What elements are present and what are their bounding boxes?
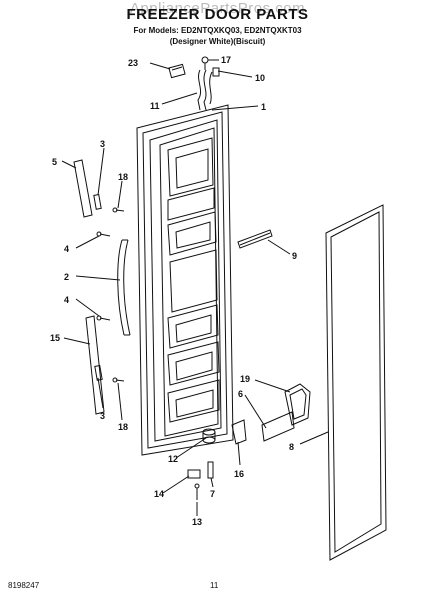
screw-18-bottom: [112, 377, 125, 383]
document-number: 8198247: [8, 581, 40, 590]
screw-7: [207, 461, 214, 479]
callout-3-top: 3: [100, 139, 105, 149]
callout-19: 19: [240, 374, 250, 384]
callout-23: 23: [128, 58, 138, 68]
bin-bracket-19: [284, 383, 311, 426]
callout-13: 13: [192, 517, 202, 527]
callout-8: 8: [289, 442, 294, 452]
callout-10: 10: [255, 73, 265, 83]
callout-4-top: 4: [64, 244, 69, 254]
end-cap-3-top: [93, 194, 102, 210]
models-line: For Models: ED2NTQXKQ03, ED2NTQXKT03: [133, 26, 302, 35]
callout-18-bottom: 18: [118, 422, 128, 432]
callout-12: 12: [168, 454, 178, 464]
page-number: 11: [210, 581, 219, 590]
callout-9: 9: [292, 251, 297, 261]
page-title: FREEZER DOOR PARTS: [126, 6, 309, 23]
watermark: AppliancePartsPros.com: [129, 0, 306, 17]
bin-cover-6: [261, 411, 295, 442]
callout-16: 16: [234, 469, 244, 479]
screw-13: [194, 483, 200, 500]
trim-strip-15: [85, 315, 105, 415]
callout-5: 5: [52, 157, 57, 167]
callout-18-top: 18: [118, 172, 128, 182]
callout-2: 2: [64, 272, 69, 282]
callout-labels: 23 17 10 11 1 5 3 18 4 2 4 15 3 18 9 19 …: [50, 55, 297, 527]
callout-7: 7: [210, 489, 215, 499]
screw-4-bottom: [96, 315, 111, 321]
callout-4-bottom: 4: [64, 295, 69, 305]
door-handle-2: [117, 239, 131, 336]
hinge-bushing-12: [202, 428, 216, 444]
shelf-rail-9: [237, 229, 273, 249]
wire-harness: [197, 69, 213, 111]
callout-15: 15: [50, 333, 60, 343]
screw-18-top: [112, 207, 125, 213]
liner-shelves: [167, 137, 220, 423]
plug-10: [212, 67, 220, 77]
hinge-block-14: [187, 469, 201, 479]
leader-lines: [61, 59, 329, 516]
callout-6: 6: [238, 389, 243, 399]
door-gasket-8: [325, 204, 387, 561]
screw-17: [201, 56, 209, 70]
callout-14: 14: [154, 489, 164, 499]
callout-3-bottom: 3: [100, 411, 105, 421]
colors-line: (Designer White)(Biscuit): [169, 37, 266, 46]
callout-1: 1: [261, 102, 266, 112]
connector-23: [168, 63, 186, 79]
trim-strip-5: [73, 159, 93, 218]
callout-11: 11: [150, 101, 160, 111]
screw-4-top: [96, 231, 111, 237]
door-panel: [136, 104, 234, 456]
callout-17: 17: [221, 55, 231, 65]
end-cap-3-bottom: [94, 365, 103, 381]
bin-clip-16: [231, 419, 247, 445]
